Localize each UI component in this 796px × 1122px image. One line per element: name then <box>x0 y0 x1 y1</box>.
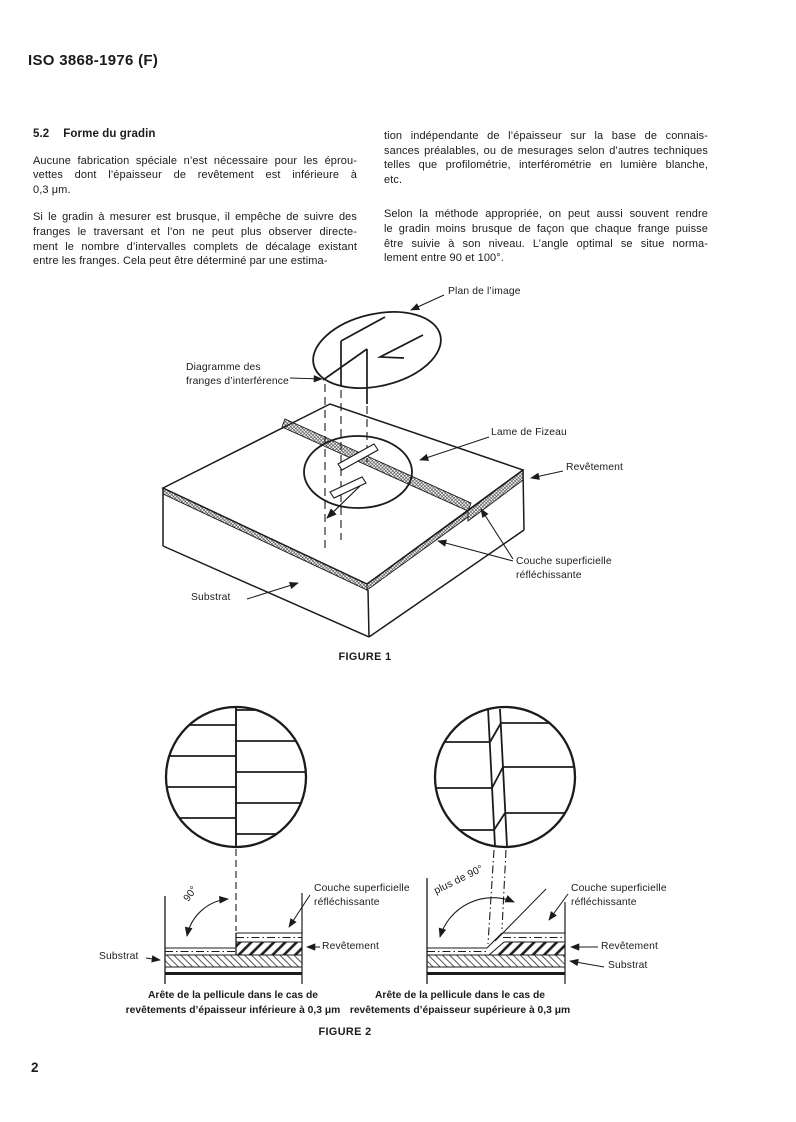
label-coating: Revêtement <box>566 462 624 473</box>
fringe-circle-sloped-step <box>433 705 577 945</box>
caption-line: Arête de la pellicule dans le cas de <box>375 990 545 1001</box>
cross-section-90 <box>145 893 320 984</box>
text-line: entre les franges. Cela peut être déterm… <box>33 255 328 268</box>
paragraph: Aucune fabrication spéciale n’est nécess… <box>33 154 357 198</box>
figure2-caption: FIGURE 2 <box>318 1026 372 1038</box>
page-number: 2 <box>31 1060 39 1075</box>
text-line: Aucune fabrication spéciale n’est nécess… <box>33 154 357 167</box>
label-coating: Revêtement <box>601 941 659 952</box>
text-line: ment le nombre d’intervalles complets de… <box>33 240 357 253</box>
label-reflective-layer: Couche superficielle réfléchissante <box>314 882 410 909</box>
label-line: Couche superficielle <box>571 883 667 894</box>
label-line: réfléchissante <box>571 896 637 908</box>
label-line: Diagramme des <box>186 362 261 373</box>
fringe-circle-abrupt-step <box>164 705 308 931</box>
text-line: être suivie à son niveau. L’angle optima… <box>384 237 708 250</box>
text-line: le gradin moins brusque de façon que cha… <box>384 222 708 235</box>
left-column: 5.2 Forme du gradin Aucune fabrication sp… <box>33 127 357 269</box>
caption-line: revêtements d’épaisseur supérieure à 0,3… <box>349 1004 571 1016</box>
section-number: 5.2 <box>33 128 50 140</box>
paragraph: Si le gradin à mesurer est brusque, il e… <box>33 210 357 268</box>
fizeau-plate-circle <box>303 435 413 509</box>
figure2-drawing <box>145 705 605 984</box>
label-coating: Revêtement <box>322 941 380 952</box>
text-line: telles que profilométrie, interférométri… <box>384 159 708 172</box>
cross-section-gt90 <box>426 878 605 984</box>
text-line: etc. <box>384 173 403 186</box>
label-fringe-diagram: Diagramme des franges d’interférence <box>186 361 289 388</box>
figure2-right-caption: Arête de la pellicule dans le cas de rev… <box>340 989 580 1018</box>
figure1-caption: FIGURE 1 <box>338 651 392 663</box>
document-reference: ISO 3868-1976 (F) <box>28 52 159 69</box>
fringe-lines <box>436 707 574 847</box>
text-line: franges le traversant et l’on ne peut pl… <box>33 225 357 238</box>
label-line: réfléchissante <box>314 896 380 908</box>
interference-fringe-step-marks <box>322 316 424 404</box>
text-line: tion indépendante de l’épaisseur sur la … <box>384 130 708 142</box>
image-plane-ellipse <box>312 311 442 404</box>
text-line: 0,3 μm. <box>33 183 71 196</box>
label-substrate: Substrat <box>608 960 648 971</box>
coating-edge-bands <box>162 418 524 591</box>
figure1-leader-arrows <box>246 294 564 600</box>
label-substrate: Substrat <box>99 951 139 962</box>
label-fizeau-plate: Lame de Fizeau <box>491 427 567 438</box>
label-substrate: Substrat <box>191 592 231 603</box>
label-image-plane: Plan de l’image <box>448 286 521 297</box>
fringe-lines <box>167 709 306 835</box>
label-reflective-layer: Couche superficielle réfléchissante <box>571 882 667 909</box>
text-line: lement entre 90 et 100°. <box>384 252 504 265</box>
section-title: Forme du gradin <box>63 128 156 140</box>
label-line: Couche superficielle <box>314 883 410 894</box>
text-line: Si le gradin à mesurer est brusque, il e… <box>33 211 357 224</box>
label-line: Couche superficielle <box>516 556 612 567</box>
caption-line: revêtements d’épaisseur inférieure à 0,3… <box>125 1004 341 1016</box>
paragraph: Selon la méthode appropriée, on peut aus… <box>384 207 708 265</box>
caption-line: Arête de la pellicule dans le cas de <box>148 990 318 1001</box>
text-line: sances préalables, ou de mesurages selon… <box>384 144 708 157</box>
paragraph: tion indépendante de l’épaisseur sur la … <box>384 129 708 187</box>
label-line: réfléchissante <box>516 569 582 581</box>
label-reflective-layer: Couche superficielle réfléchissante <box>516 555 612 582</box>
figure2-left-caption: Arête de la pellicule dans le cas de rev… <box>113 989 353 1018</box>
figure1-drawing <box>161 294 564 638</box>
text-line: Selon la méthode appropriée, on peut aus… <box>384 208 708 221</box>
label-line: franges d’interférence <box>186 375 289 387</box>
right-column: tion indépendante de l’épaisseur sur la … <box>384 129 708 266</box>
section-heading: 5.2 Forme du gradin <box>33 127 357 142</box>
text-line: vettes dont l’épaisseur de revêtement es… <box>33 169 357 182</box>
